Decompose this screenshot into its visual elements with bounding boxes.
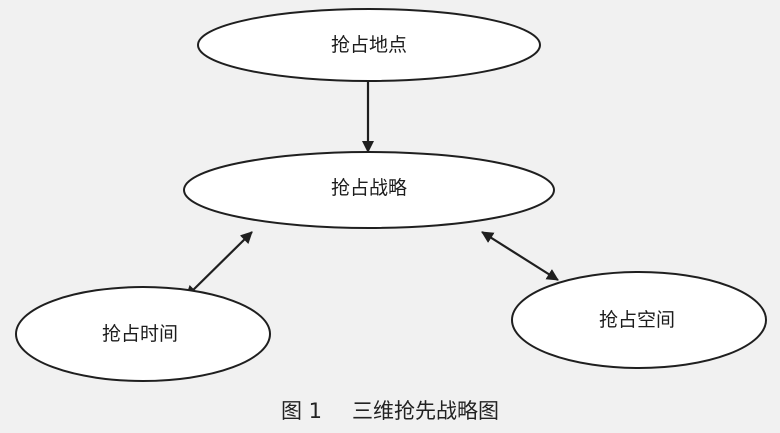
node-capture-space: 抢占空间 [511,271,767,369]
figure-caption: 图 1 三维抢先战略图 [0,392,780,428]
node-capture-time: 抢占时间 [15,286,271,382]
node-capture-time-label: 抢占时间 [102,323,178,345]
node-capture-space-label: 抢占空间 [599,309,675,331]
node-capture-strategy-shape [183,151,555,229]
node-capture-space-shape [511,271,767,369]
node-capture-strategy-label: 抢占战略 [331,177,407,199]
figure-number: 图 1 [280,399,323,423]
node-capture-location-shape [197,8,541,82]
node-capture-strategy: 抢占战略 [183,151,555,229]
figure-title: 三维抢先战略图 [352,399,500,423]
node-capture-location: 抢占地点 [197,8,541,82]
edge-strategy-time [185,231,253,298]
node-capture-time-shape [15,286,271,382]
edge-strategy-space [481,231,559,281]
node-capture-location-label: 抢占地点 [331,34,407,56]
